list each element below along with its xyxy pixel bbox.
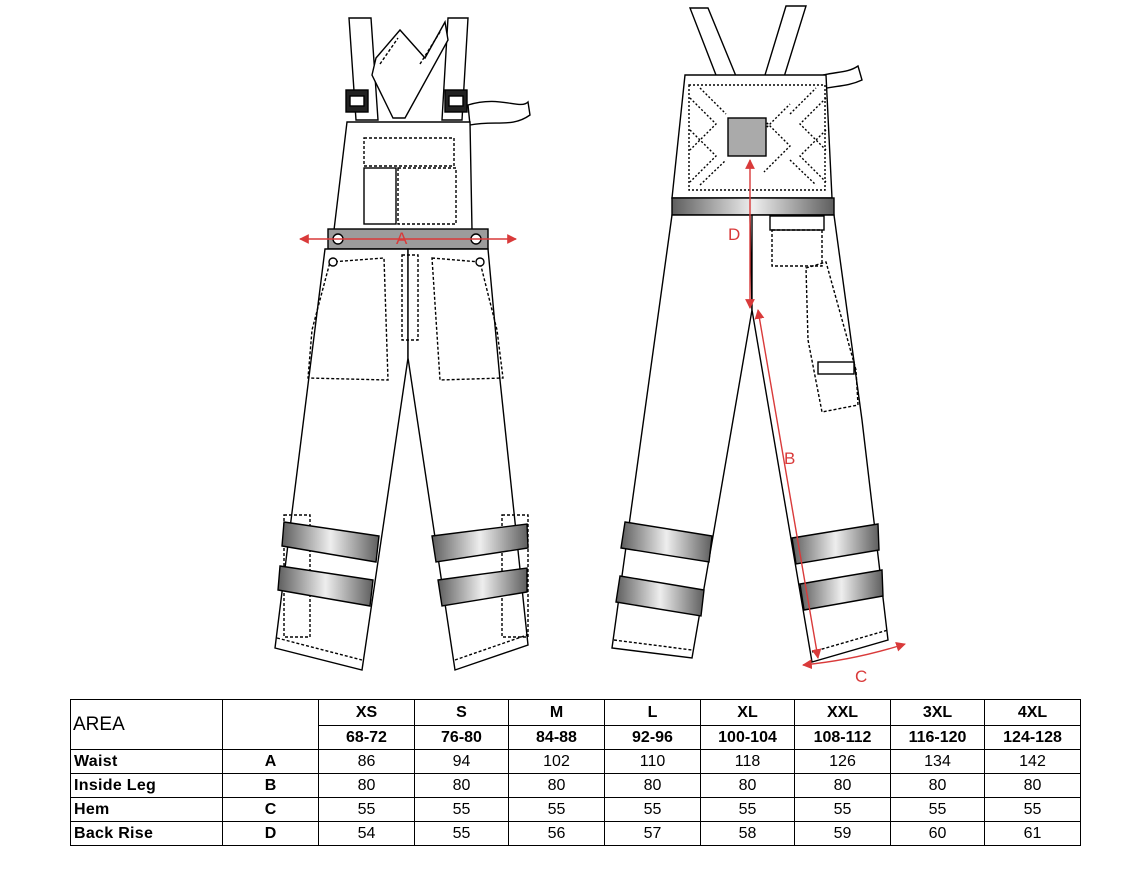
row-code: A bbox=[222, 749, 319, 774]
table-cell: 94 bbox=[414, 749, 509, 774]
row-label: Waist bbox=[70, 749, 223, 774]
back-view-overalls bbox=[611, 5, 889, 663]
table-cell: 86 bbox=[318, 749, 415, 774]
back-label-patch bbox=[727, 117, 767, 157]
table-cell: 58 bbox=[700, 821, 795, 846]
table-cell: 56 bbox=[508, 821, 605, 846]
table-cell: 118 bbox=[700, 749, 795, 774]
size-name: 3XL bbox=[890, 699, 985, 726]
table-cell: 80 bbox=[700, 773, 795, 798]
table-cell: 80 bbox=[604, 773, 701, 798]
size-range: 84-88 bbox=[508, 725, 605, 750]
size-range: 116-120 bbox=[890, 725, 985, 750]
back-left-band-lower bbox=[615, 575, 705, 617]
table-cell: 57 bbox=[604, 821, 701, 846]
row-label: Hem bbox=[70, 797, 223, 822]
size-name: XXL bbox=[794, 699, 891, 726]
table-cell: 110 bbox=[604, 749, 701, 774]
size-chart-table: AREA XS S M L XL XXL 3XL 4XL 68-72 76-80… bbox=[70, 699, 1081, 846]
measurement-guides bbox=[299, 159, 906, 670]
size-name: L bbox=[604, 699, 701, 726]
table-cell: 55 bbox=[508, 797, 605, 822]
size-range: 68-72 bbox=[318, 725, 415, 750]
front-left-band-lower bbox=[277, 565, 374, 607]
size-name: M bbox=[508, 699, 605, 726]
table-cell: 80 bbox=[794, 773, 891, 798]
table-cell: 60 bbox=[890, 821, 985, 846]
table-cell: 80 bbox=[890, 773, 985, 798]
front-strap-tail bbox=[467, 100, 531, 126]
front-strap-cross bbox=[371, 19, 449, 119]
size-name-row: AREA XS S M L XL XXL 3XL 4XL bbox=[70, 699, 1081, 750]
table-cell: 55 bbox=[890, 797, 985, 822]
front-right-band-lower bbox=[437, 567, 528, 607]
table-cell: 80 bbox=[508, 773, 605, 798]
front-left-leg bbox=[274, 248, 409, 671]
table-row-hem: Hem C 55 55 55 55 55 55 55 55 bbox=[70, 797, 1081, 822]
table-cell: 55 bbox=[700, 797, 795, 822]
overalls-technical-drawing: A D B C bbox=[274, 5, 906, 686]
table-cell: 55 bbox=[414, 797, 509, 822]
row-label: Back Rise bbox=[70, 821, 223, 846]
dimension-label-b: B bbox=[784, 449, 795, 468]
front-left-band-upper bbox=[281, 521, 380, 563]
table-cell: 55 bbox=[318, 797, 415, 822]
area-header: AREA bbox=[70, 699, 223, 750]
size-range: 124-128 bbox=[984, 725, 1081, 750]
table-cell: 61 bbox=[984, 821, 1081, 846]
table-cell: 55 bbox=[984, 797, 1081, 822]
size-name: 4XL bbox=[984, 699, 1081, 726]
size-range: 108-112 bbox=[794, 725, 891, 750]
back-left-band-upper bbox=[620, 521, 713, 563]
table-cell: 134 bbox=[890, 749, 985, 774]
size-range-row: 68-72 76-80 84-88 92-96 100-104 108-112 … bbox=[71, 725, 1081, 750]
row-code: C bbox=[222, 797, 319, 822]
size-name: S bbox=[414, 699, 509, 726]
table-cell: 54 bbox=[318, 821, 415, 846]
size-name: XS bbox=[318, 699, 415, 726]
code-header bbox=[222, 699, 319, 750]
table-cell: 55 bbox=[414, 821, 509, 846]
table-cell: 142 bbox=[984, 749, 1081, 774]
size-range: 76-80 bbox=[414, 725, 509, 750]
dimension-b-arrow bbox=[754, 309, 822, 659]
front-view-overalls bbox=[274, 17, 531, 671]
table-cell: 80 bbox=[318, 773, 415, 798]
table-cell: 126 bbox=[794, 749, 891, 774]
size-range: 100-104 bbox=[700, 725, 795, 750]
dimension-label-c: C bbox=[855, 667, 867, 686]
table-cell: 80 bbox=[984, 773, 1081, 798]
dimension-label-a: A bbox=[396, 229, 408, 248]
row-label: Inside Leg bbox=[70, 773, 223, 798]
table-cell: 102 bbox=[508, 749, 605, 774]
size-range: 92-96 bbox=[604, 725, 701, 750]
table-cell: 80 bbox=[414, 773, 509, 798]
dimension-c-arrow bbox=[802, 642, 906, 670]
table-row-inside-leg: Inside Leg B 80 80 80 80 80 80 80 80 bbox=[70, 773, 1081, 798]
front-right-leg bbox=[407, 248, 529, 671]
back-waistband bbox=[671, 197, 835, 216]
table-cell: 55 bbox=[794, 797, 891, 822]
table-cell: 55 bbox=[604, 797, 701, 822]
size-name: XL bbox=[700, 699, 795, 726]
table-row-waist: Waist A 86 94 102 110 118 126 134 142 bbox=[70, 749, 1081, 774]
dimension-label-d: D bbox=[728, 225, 740, 244]
table-row-back-rise: Back Rise D 54 55 56 57 58 59 60 61 bbox=[70, 821, 1081, 846]
front-right-band-upper bbox=[431, 523, 529, 563]
row-code: D bbox=[222, 821, 319, 846]
row-code: B bbox=[222, 773, 319, 798]
table-cell: 59 bbox=[794, 821, 891, 846]
